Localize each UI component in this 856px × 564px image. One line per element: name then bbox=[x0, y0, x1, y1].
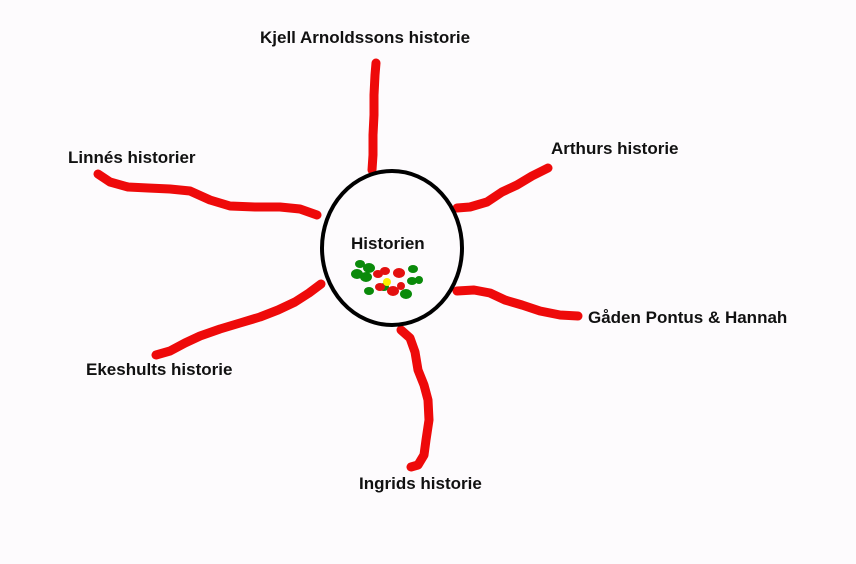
branch-line-gaden bbox=[452, 285, 583, 321]
branch-label-linne: Linnés historier bbox=[68, 148, 196, 167]
branch-line-arthur bbox=[452, 163, 553, 213]
branch-line-ingrid bbox=[396, 325, 434, 472]
flower-decoration bbox=[351, 260, 423, 299]
branch-label-gaden: Gåden Pontus & Hannah bbox=[588, 308, 788, 327]
branch-line-linne bbox=[93, 169, 322, 220]
branch-line-ekes bbox=[151, 279, 326, 360]
center-label: Historien bbox=[351, 234, 425, 253]
center-ellipse bbox=[320, 169, 464, 327]
branch-label-arthur: Arthurs historie bbox=[551, 139, 679, 158]
branch-line-top bbox=[367, 58, 381, 175]
branch-label-ingrid: Ingrids historie bbox=[359, 474, 482, 493]
branch-label-kjell: Kjell Arnoldssons historie bbox=[260, 28, 471, 47]
branch-label-ekeshult: Ekeshults historie bbox=[86, 360, 233, 379]
